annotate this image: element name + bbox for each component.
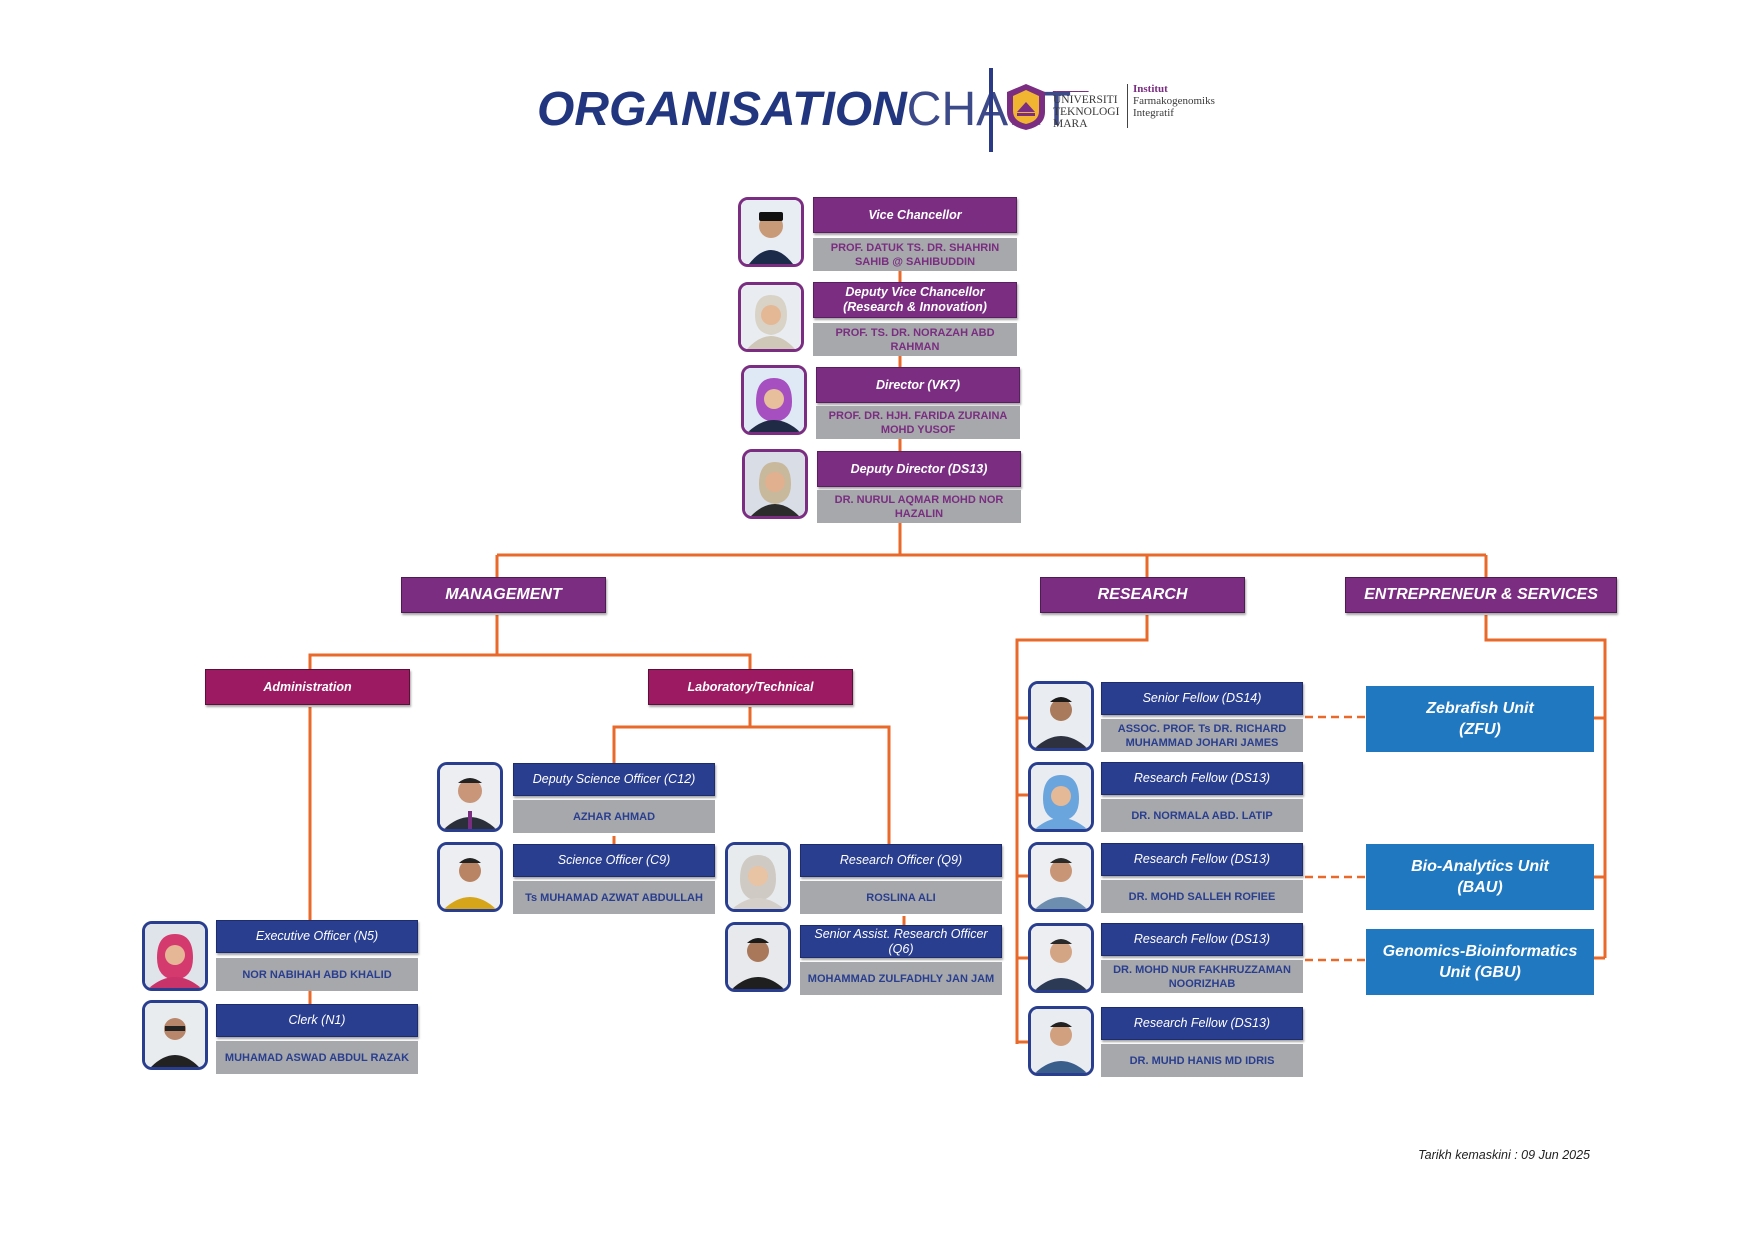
avatar-deputy-director	[742, 449, 808, 519]
name-senior-assist-research-officer: MOHAMMAD ZULFADHLY JAN JAM	[800, 962, 1002, 995]
dept-research: RESEARCH	[1040, 577, 1245, 613]
connector-management	[308, 615, 752, 673]
avatar-deputy-science-officer	[437, 762, 503, 832]
dept-management: MANAGEMENT	[401, 577, 606, 613]
role-research-fellow-4: Research Fellow (DS13)	[1101, 1007, 1303, 1040]
role-senior-assist-research-officer: Senior Assist. Research Officer (Q6)	[800, 925, 1002, 958]
role-director: Director (VK7)	[816, 367, 1020, 403]
name-director: PROF. DR. HJH. FARIDA ZURAINA MOHD YUSOF	[816, 406, 1020, 439]
role-research-fellow-3: Research Fellow (DS13)	[1101, 923, 1303, 956]
uitm-line-2: TEKNOLOGI	[1053, 106, 1120, 118]
name-deputy-science-officer: AZHAR AHMAD	[513, 800, 715, 833]
connector-dept-bus	[495, 553, 1488, 580]
unit-genomics-bioinformatics: Genomics-Bioinformatics Unit (GBU)	[1366, 929, 1594, 995]
name-research-fellow-4: DR. MUHD HANIS MD IDRIS	[1101, 1044, 1303, 1077]
name-research-officer: ROSLINA ALI	[800, 881, 1002, 914]
dept-entrepreneur-services: ENTREPRENEUR & SERVICES	[1345, 577, 1617, 613]
subdept-administration: Administration	[205, 669, 410, 705]
name-research-fellow-1: DR. NORMALA ABD. LATIP	[1101, 799, 1303, 832]
avatar-research-fellow-2	[1028, 842, 1094, 912]
role-science-officer: Science Officer (C9)	[513, 844, 715, 877]
unit-bio-analytics: Bio-Analytics Unit (BAU)	[1366, 844, 1594, 910]
role-deputy-vice-chancellor: Deputy Vice Chancellor (Research & Innov…	[813, 282, 1017, 318]
name-deputy-director: DR. NURUL AQMAR MOHD NOR HAZALIN	[817, 490, 1021, 523]
role-deputy-science-officer: Deputy Science Officer (C12)	[513, 763, 715, 796]
avatar-deputy-vice-chancellor	[738, 282, 804, 352]
uitm-emblem-icon	[1005, 82, 1047, 132]
title-bold: ORGANISATION	[537, 83, 907, 136]
avatar-executive-officer	[142, 921, 208, 991]
institute-line-1: Institut	[1133, 83, 1168, 95]
avatar-research-officer	[725, 842, 791, 912]
role-research-fellow-2: Research Fellow (DS13)	[1101, 843, 1303, 876]
name-vice-chancellor: PROF. DATUK TS. DR. SHAHRIN SAHIB @ SAHI…	[813, 238, 1017, 271]
role-senior-fellow: Senior Fellow (DS14)	[1101, 682, 1303, 715]
avatar-research-fellow-1	[1028, 762, 1094, 832]
avatar-science-officer	[437, 842, 503, 912]
role-research-officer: Research Officer (Q9)	[800, 844, 1002, 877]
uitm-line-1: UNIVERSITI	[1053, 94, 1118, 106]
uitm-jawi-script: ـــــــــــ	[1053, 83, 1089, 95]
update-date: Tarikh kemaskini : 09 Jun 2025	[1418, 1148, 1590, 1162]
uitm-line-3: MARA	[1053, 118, 1088, 130]
role-executive-officer: Executive Officer (N5)	[216, 920, 418, 953]
name-research-fellow-3: DR. MOHD NUR FAKHRUZZAMAN NOORIZHAB	[1101, 960, 1303, 993]
connector-research-ticks	[1017, 716, 1032, 1044]
avatar-senior-assist-research-officer	[725, 922, 791, 992]
avatar-research-fellow-3	[1028, 923, 1094, 993]
avatar-senior-fellow	[1028, 681, 1094, 751]
connector-research	[1015, 615, 1149, 1044]
avatar-vice-chancellor	[738, 197, 804, 267]
role-clerk: Clerk (N1)	[216, 1004, 418, 1037]
name-deputy-vice-chancellor: PROF. TS. DR. NORAZAH ABD RAHMAN	[813, 323, 1017, 356]
role-research-fellow-1: Research Fellow (DS13)	[1101, 762, 1303, 795]
avatar-research-fellow-4	[1028, 1006, 1094, 1076]
name-science-officer: Ts MUHAMAD AZWAT ABDULLAH	[513, 881, 715, 914]
name-research-fellow-2: DR. MOHD SALLEH ROFIEE	[1101, 880, 1303, 913]
name-executive-officer: NOR NABIHAH ABD KHALID	[216, 958, 418, 991]
institute-line-2: Farmakogenomiks	[1133, 95, 1215, 107]
connector-lab	[612, 707, 891, 846]
avatar-clerk	[142, 1000, 208, 1070]
role-vice-chancellor: Vice Chancellor	[813, 197, 1017, 233]
name-clerk: MUHAMAD ASWAD ABDUL RAZAK	[216, 1041, 418, 1074]
avatar-director	[741, 365, 807, 435]
header-divider	[989, 68, 993, 152]
role-deputy-director: Deputy Director (DS13)	[817, 451, 1021, 487]
subdept-laboratory-technical: Laboratory/Technical	[648, 669, 853, 705]
unit-zebrafish: Zebrafish Unit (ZFU)	[1366, 686, 1594, 752]
name-senior-fellow: ASSOC. PROF. Ts DR. RICHARD MUHAMMAD JOH…	[1101, 719, 1303, 752]
logo-separator	[1127, 84, 1128, 128]
connector-entrepreneur	[1484, 615, 1607, 960]
institute-line-3: Integratif	[1133, 107, 1174, 119]
